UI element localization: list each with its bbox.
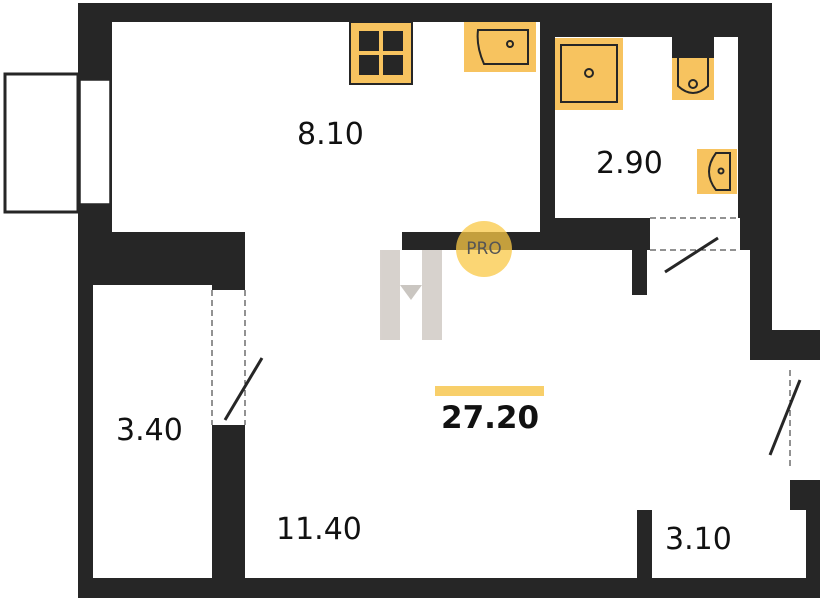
pro-badge: PRO	[456, 221, 512, 277]
logo-watermark	[380, 250, 442, 340]
kitchen-area-label: 8.10	[297, 117, 364, 152]
hall-room	[652, 510, 806, 578]
total-area-label: 27.20	[441, 400, 540, 436]
balcony	[3, 72, 111, 214]
total-area-bar	[435, 386, 544, 396]
hall-area-label: 3.10	[665, 522, 732, 557]
doors	[211, 217, 820, 480]
bathroom-area-label: 2.90	[596, 146, 663, 181]
rooms	[93, 22, 806, 578]
fixtures	[349, 21, 737, 194]
storage-room	[93, 285, 212, 578]
main-room-right	[740, 360, 790, 510]
inner-walls	[212, 218, 740, 578]
storage-area-label: 3.40	[116, 413, 183, 448]
living-area-label: 11.40	[276, 512, 362, 547]
